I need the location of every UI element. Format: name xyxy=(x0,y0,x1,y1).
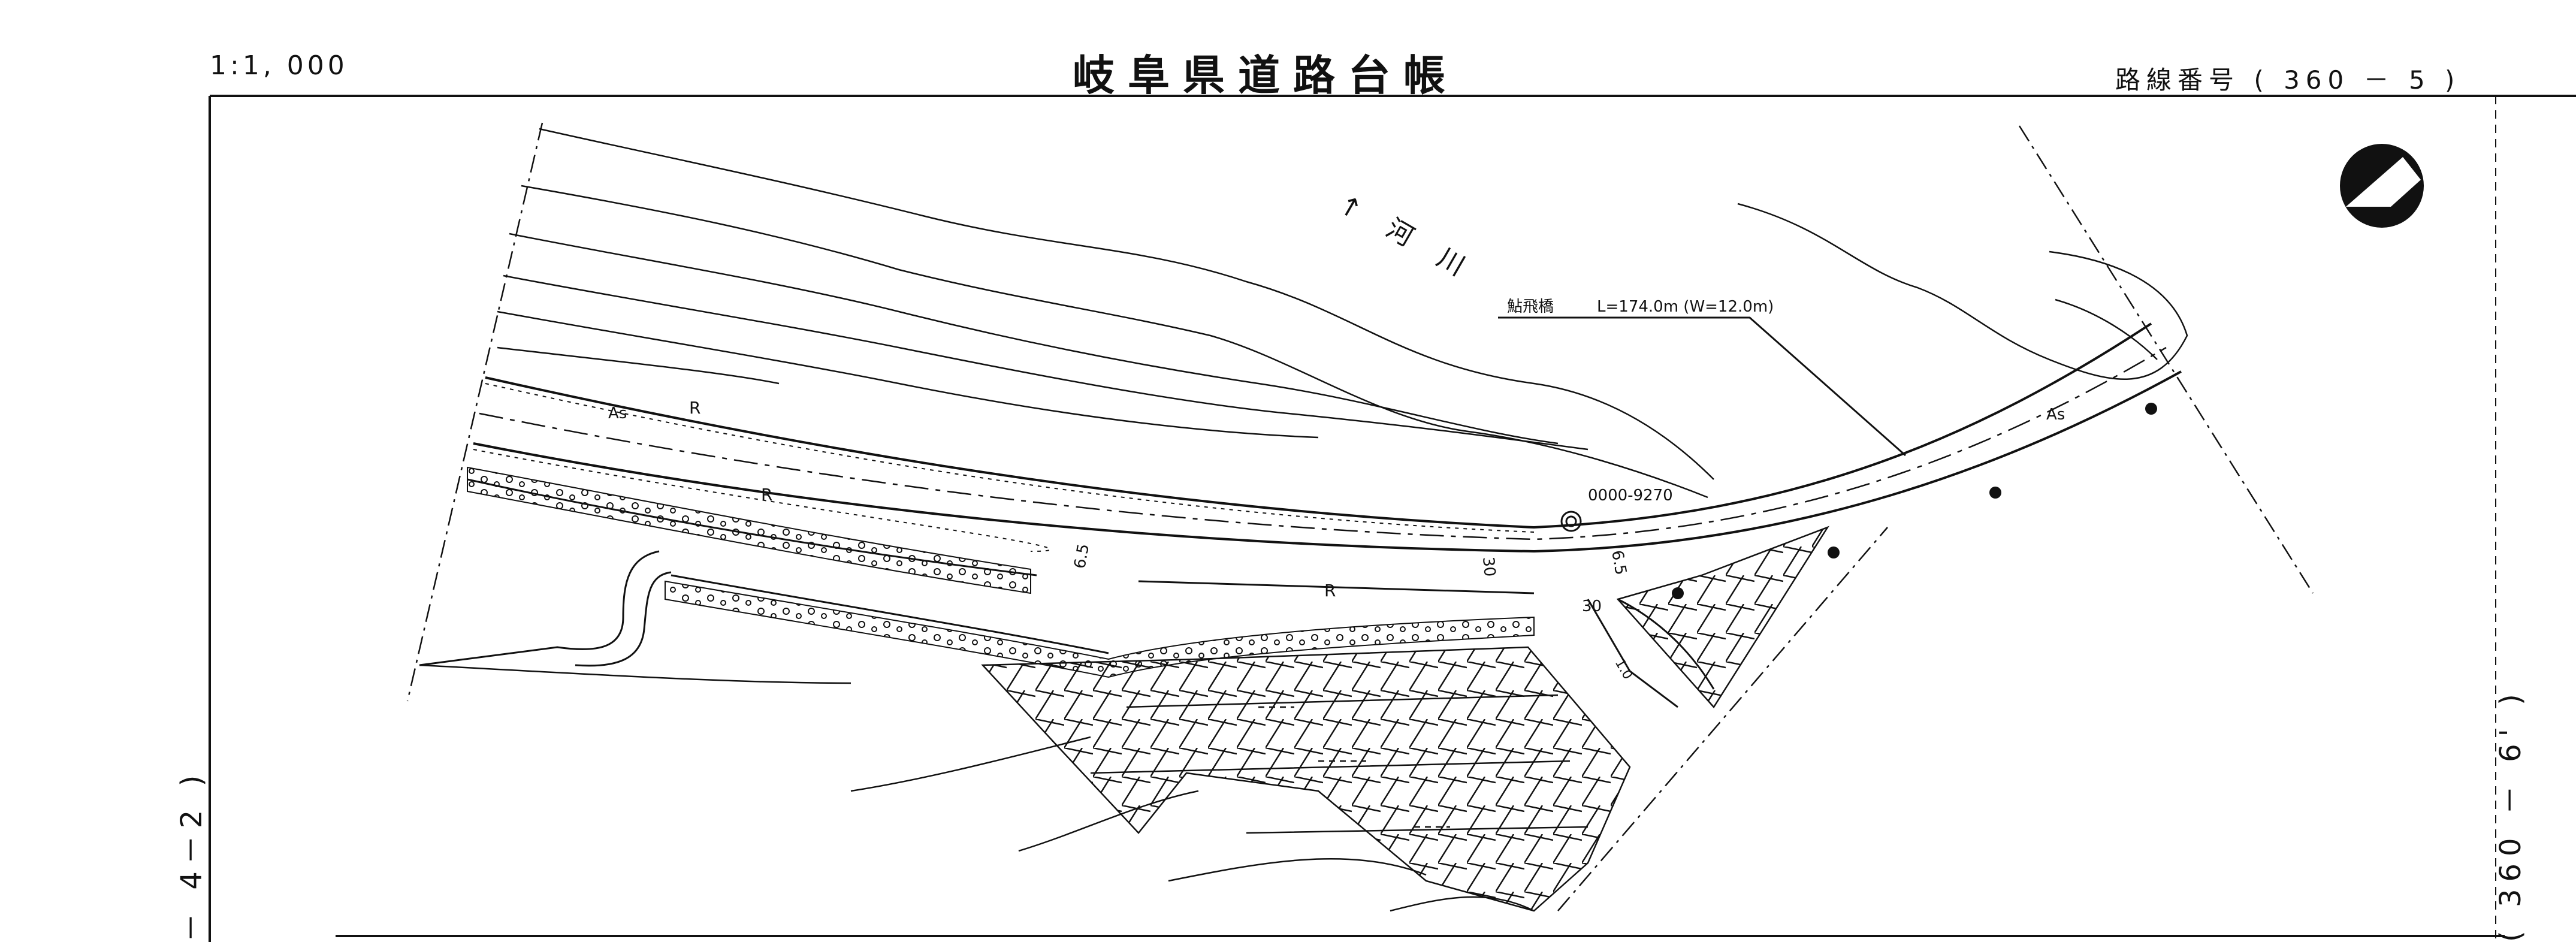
surface-label-left: As xyxy=(608,404,627,422)
rail-label-1: R xyxy=(689,398,700,418)
boundary-markers xyxy=(1672,403,2157,599)
river-label: 河 川 xyxy=(1381,213,1481,288)
rail-label-2: R xyxy=(761,485,772,505)
route-number: 路線番号 ( 360 － 5 ) xyxy=(2115,65,2461,95)
map-labels: ↑ 河 川 鮎飛橋 L=174.0m (W=12.0m) 0000-9270 A… xyxy=(608,189,2065,682)
sheet-frame xyxy=(209,95,2576,942)
width-label-4: 30 xyxy=(1582,597,1602,615)
river-arrow: ↑ xyxy=(1333,189,1367,227)
boundary-lines xyxy=(406,122,2314,911)
embankment-hatching xyxy=(981,526,1830,912)
width-label-5: 1.0 xyxy=(1612,657,1635,683)
bridge-name: 鮎飛橋 xyxy=(1507,298,1554,316)
rail-label-3: R xyxy=(1324,581,1336,600)
map-title: 岐阜県道路台帳 xyxy=(1073,51,1458,100)
scale-label: 1:1, 000 xyxy=(210,50,348,81)
width-label-3: 30 xyxy=(1479,556,1499,578)
main-road xyxy=(473,322,2182,553)
survey-point-marker xyxy=(1560,511,1582,532)
width-label-1: 6.5 xyxy=(1071,542,1093,570)
river-contours xyxy=(497,128,2188,499)
compass-icon xyxy=(2340,144,2424,228)
gravel-verge-upper xyxy=(467,466,1031,594)
bridge-dims: L=174.0m (W=12.0m) xyxy=(1597,298,1774,316)
bridge-leader xyxy=(1498,316,1906,457)
width-label-2: 6.5 xyxy=(1608,549,1630,576)
surface-label-right: As xyxy=(2046,406,2065,424)
survey-point-label: 0000-9270 xyxy=(1588,487,1673,505)
gravel-verge-lower xyxy=(665,580,1535,678)
ground-lines xyxy=(419,664,1535,912)
